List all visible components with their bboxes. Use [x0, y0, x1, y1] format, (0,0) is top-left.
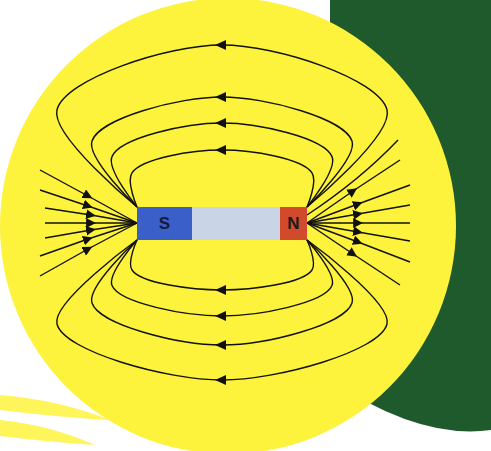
field-line	[307, 205, 410, 223]
field-line	[111, 118, 332, 207]
field-line-path	[111, 123, 332, 207]
yellow-disc	[0, 0, 456, 451]
field-line	[57, 240, 388, 385]
magnet-middle	[190, 207, 282, 240]
field-line	[45, 222, 137, 223]
pole-letter: S	[159, 215, 170, 232]
arrowhead	[215, 40, 226, 50]
field-line	[57, 40, 388, 207]
arrowhead	[215, 375, 226, 385]
south-pole: S	[137, 207, 192, 240]
arrowhead	[215, 311, 226, 321]
field-line-path	[92, 97, 353, 207]
arrowhead	[215, 118, 226, 128]
pole-letter: N	[287, 215, 299, 232]
arrowhead	[215, 92, 226, 102]
north-pole: N	[280, 207, 307, 240]
field-line	[92, 240, 353, 350]
field-line	[307, 160, 400, 223]
field-line	[307, 140, 398, 215]
field-line	[307, 222, 410, 223]
field-line-path	[131, 240, 314, 290]
brush-stroke	[0, 395, 110, 445]
field-lines-ends	[40, 140, 410, 285]
arrowhead	[215, 340, 226, 350]
arrowhead	[215, 145, 226, 155]
field-line	[307, 223, 410, 241]
field-line-path	[111, 240, 332, 316]
field-line	[40, 170, 137, 223]
field-line	[111, 240, 332, 321]
field-line-path	[57, 45, 388, 207]
field-line-path	[92, 240, 353, 345]
field-line	[131, 240, 314, 295]
field-line	[130, 145, 314, 207]
field-line	[92, 92, 353, 207]
field-line	[45, 208, 137, 223]
field-line	[40, 223, 137, 276]
arrowhead	[215, 285, 226, 295]
field-line-path	[57, 240, 388, 380]
field-line-path	[130, 150, 314, 207]
